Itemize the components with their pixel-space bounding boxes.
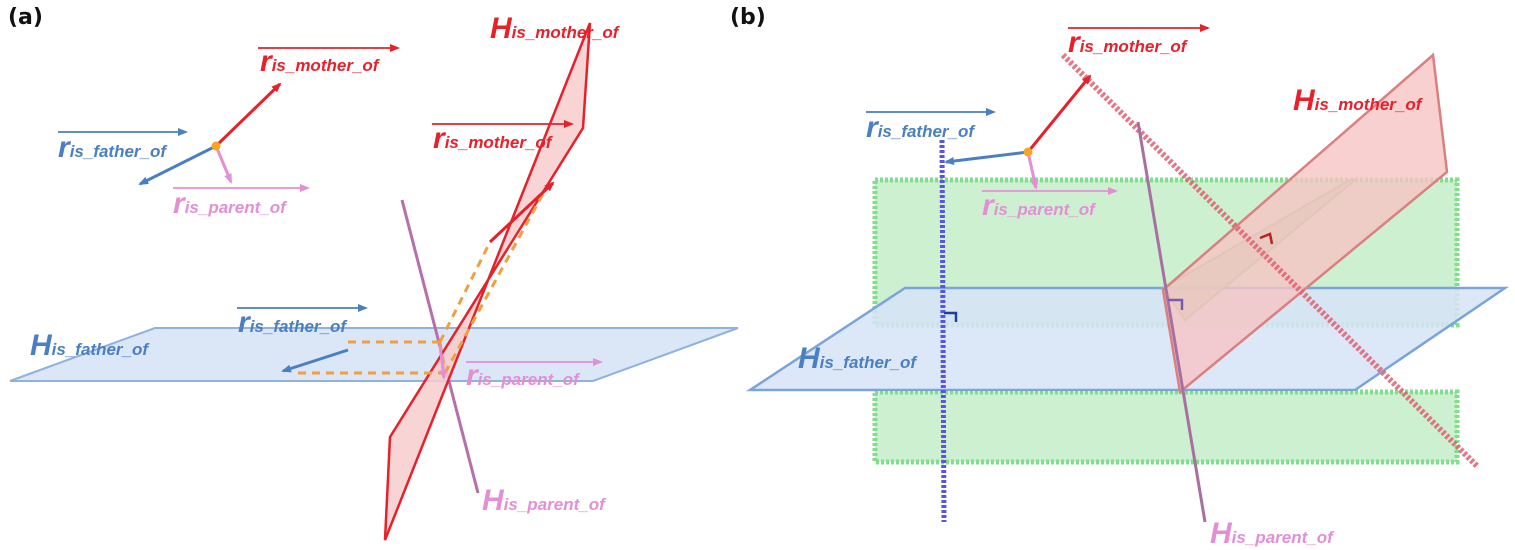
label-b-r-father: ris_father_of: [866, 111, 976, 144]
point-b-origin: [1023, 147, 1033, 157]
vector-b-parent: [1026, 151, 1039, 190]
label-b-H-parent: His_parent_of: [1210, 517, 1335, 550]
plane-a-mother: [383, 22, 592, 541]
vector-a-father: [138, 144, 217, 186]
point-a-origin: [211, 141, 221, 151]
vector-b-father: [944, 150, 1029, 166]
plane-b-green-lower: [872, 389, 1460, 465]
plane-a-father: [9, 327, 739, 382]
vector-a-parent-on-plane: [438, 345, 447, 380]
panel-b: (b) ris_mother_of: [730, 5, 1510, 550]
label-a-r-mother-plane: ris_mother_of: [433, 122, 554, 155]
right-angle-b-mother: [1259, 232, 1274, 245]
label-b-H-father: His_father_of: [798, 342, 918, 375]
normal-b-mother: [1060, 52, 1481, 470]
right-angle-b-father: [944, 311, 958, 322]
vector-a-parent: [214, 145, 233, 184]
vector-b-mother: [1026, 74, 1092, 153]
panel-b-label: (b): [730, 5, 766, 30]
vector-a-father-on-plane: [281, 348, 349, 373]
label-a-r-father-plane: ris_father_of: [238, 306, 348, 339]
label-a-H-parent: His_parent_of: [482, 484, 607, 517]
panel-a: (a): [8, 5, 739, 541]
label-b-H-mother: His_mother_of: [1293, 84, 1424, 117]
normal-b-father: [939, 139, 947, 523]
plane-b-mother: [1161, 52, 1449, 395]
plane-b-parent-line: [1136, 121, 1207, 523]
vector-a-mother: [214, 82, 282, 148]
label-a-r-parent-top: ris_parent_of: [173, 187, 288, 220]
vector-a-mother-on-plane: [488, 181, 555, 244]
label-a-r-parent-plane: ris_parent_of: [466, 359, 581, 392]
overline-arrows-a: [58, 44, 603, 366]
panel-a-label: (a): [8, 5, 43, 30]
label-a-r-mother-top: ris_mother_of: [260, 45, 381, 78]
label-a-r-father-top: ris_father_of: [58, 131, 168, 164]
overline-arrows-b: [866, 24, 1210, 195]
plane-b-father: [745, 286, 1510, 392]
right-angle-b-parent: [1168, 298, 1184, 310]
label-b-r-mother: ris_mother_of: [1068, 26, 1189, 59]
label-b-r-parent: ris_parent_of: [982, 189, 1097, 222]
label-a-H-mother: His_mother_of: [490, 12, 621, 45]
label-a-H-father: His_father_of: [30, 329, 150, 362]
